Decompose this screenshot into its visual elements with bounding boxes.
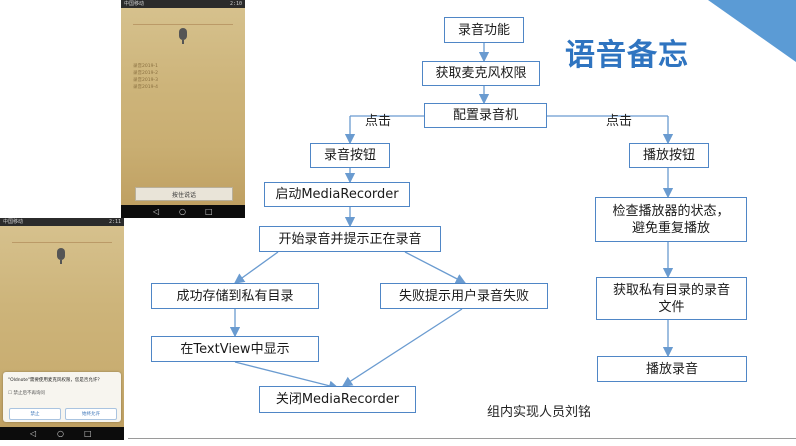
permission-dialog-message: "Oldnote"需要使用麦克风权限，您是否允许？	[8, 378, 102, 383]
node-record-feature: 录音功能	[444, 17, 524, 43]
recording-item[interactable]: 录音2019-4	[133, 85, 158, 90]
status-bar: 中国移动 2:10	[121, 0, 245, 8]
node-check-player-state-line2: 避免重复播放	[631, 220, 710, 236]
node-config-recorder-label: 配置录音机	[452, 108, 518, 123]
recents-icon[interactable]: □	[205, 207, 213, 216]
ornament-divider	[12, 228, 112, 243]
node-check-player-state: 检查播放器的状态， 避免重复播放	[595, 197, 747, 242]
node-show-in-textview-label: 在TextView中显示	[180, 341, 290, 357]
page-title: 语音备忘	[565, 38, 689, 73]
node-config-recorder: 配置录音机	[424, 103, 547, 128]
allow-button[interactable]: 始终允许	[65, 408, 117, 420]
nav-bar: ◁ ○ □	[121, 205, 245, 218]
node-show-in-textview: 在TextView中显示	[151, 336, 319, 362]
node-save-success-label: 成功存储到私有目录	[176, 288, 294, 304]
node-record-feature-label: 录音功能	[457, 22, 510, 38]
hold-to-talk-button[interactable]: 按住说话	[135, 187, 233, 201]
dont-ask-label: 禁止后不再询问	[13, 391, 45, 396]
recents-icon[interactable]: □	[84, 429, 92, 438]
ornament-divider	[133, 10, 233, 25]
paper-background: 录音2019-1 录音2019-2 录音2019-3 录音2019-4 按住说话	[121, 8, 245, 205]
node-close-media-recorder: 关闭MediaRecorder	[259, 386, 416, 413]
dont-ask-checkbox[interactable]: ☐ 禁止后不再询问	[8, 391, 45, 396]
nav-bar: ◁ ○ □	[0, 427, 124, 440]
edge-label-click-right: 点击	[606, 114, 633, 129]
home-icon[interactable]: ○	[57, 429, 64, 438]
node-check-player-state-line1: 检查播放器的状态，	[612, 203, 730, 219]
status-time: 2:11	[108, 219, 121, 225]
node-start-recording-prompt-label: 开始录音并提示正在录音	[278, 231, 422, 247]
microphone-icon	[179, 28, 187, 40]
node-play-button-label: 播放按钮	[642, 148, 695, 163]
node-save-success: 成功存储到私有目录	[151, 283, 319, 309]
microphone-stand-icon	[182, 40, 184, 44]
recording-item[interactable]: 录音2019-3	[133, 78, 158, 83]
back-icon[interactable]: ◁	[153, 207, 160, 216]
node-record-button: 录音按钮	[310, 143, 390, 168]
microphone-stand-icon	[60, 260, 62, 264]
node-fail-prompt-label: 失败提示用户录音失败	[398, 288, 529, 304]
microphone-icon	[57, 248, 65, 260]
edge-label-click-left: 点击	[365, 114, 392, 129]
recording-item[interactable]: 录音2019-1	[133, 64, 158, 69]
node-get-mic-permission: 获取麦克风权限	[422, 61, 540, 86]
node-close-media-recorder-label: 关闭MediaRecorder	[275, 392, 400, 407]
back-icon[interactable]: ◁	[30, 429, 37, 438]
bottom-divider	[128, 438, 796, 439]
node-start-media-recorder-label: 启动MediaRecorder	[275, 187, 399, 202]
node-play-button: 播放按钮	[629, 143, 709, 168]
deny-button[interactable]: 禁止	[9, 408, 61, 420]
node-fail-prompt: 失败提示用户录音失败	[380, 283, 548, 309]
node-start-recording-prompt: 开始录音并提示正在录音	[259, 226, 441, 252]
status-carrier: 中国移动	[124, 1, 145, 7]
node-get-private-recording-line1: 获取私有目录的录音	[612, 282, 730, 298]
node-get-private-recording-line2: 文件	[658, 299, 685, 315]
status-carrier: 中国移动	[3, 219, 24, 225]
node-get-private-recording: 获取私有目录的录音 文件	[596, 277, 747, 320]
status-time: 2:10	[229, 1, 242, 7]
phone-screenshot-main: 中国移动 2:10 录音2019-1 录音2019-2 录音2019-3 录音2…	[121, 0, 245, 218]
footer-note: 组内实现人员刘铭	[487, 405, 592, 420]
node-get-mic-permission-label: 获取麦克风权限	[435, 66, 527, 81]
node-record-button-label: 录音按钮	[323, 148, 376, 163]
phone-screenshot-permission: 中国移动 2:11 "Oldnote"需要使用麦克风权限，您是否允许？ ☐ 禁止…	[0, 218, 124, 440]
node-play-recording: 播放录音	[597, 356, 747, 382]
status-bar: 中国移动 2:11	[0, 218, 124, 226]
recording-item[interactable]: 录音2019-2	[133, 71, 158, 76]
permission-dialog: "Oldnote"需要使用麦克风权限，您是否允许？ ☐ 禁止后不再询问 禁止 始…	[3, 372, 121, 422]
recording-list: 录音2019-1 录音2019-2 录音2019-3 录音2019-4	[133, 63, 158, 91]
corner-decoration	[708, 0, 796, 62]
home-icon[interactable]: ○	[179, 207, 186, 216]
node-start-media-recorder: 启动MediaRecorder	[264, 182, 410, 207]
node-play-recording-label: 播放录音	[645, 361, 698, 377]
paper-background: "Oldnote"需要使用麦克风权限，您是否允许？ ☐ 禁止后不再询问 禁止 始…	[0, 226, 124, 427]
